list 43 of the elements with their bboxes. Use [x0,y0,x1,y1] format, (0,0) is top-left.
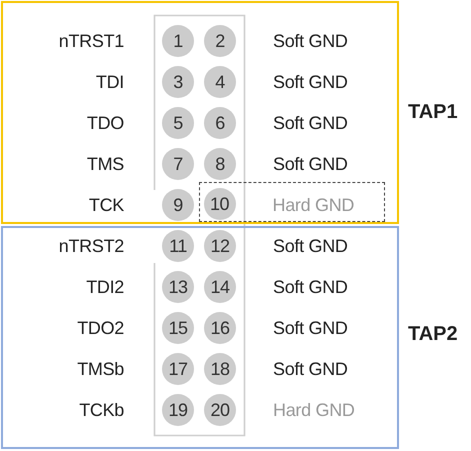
ground-label: Soft GND [273,112,348,134]
signal-label: TCK [88,194,124,216]
pin-circle: 2 [204,24,236,57]
signal-label: TDO2 [77,316,124,339]
ground-label: Soft GND [273,30,348,52]
group-label: TAP2 [408,322,458,346]
pin-circle: 5 [162,106,194,139]
signal-label: TMS [86,152,124,175]
pin-circle: 1 [162,24,194,57]
ground-label: Soft GND [273,234,348,257]
pin-circle: 13 [162,270,194,303]
signal-label: TDI2 [86,276,124,298]
pin-circle: 17 [162,352,194,385]
pin-circle: 20 [204,394,236,426]
signal-label: nTRST1 [58,30,124,52]
signal-label: TDI [96,70,124,93]
group-label: TAP1 [408,100,458,124]
pin-circle: 9 [162,188,194,221]
pin-circle: 6 [204,106,236,139]
pin-circle: 19 [162,394,194,426]
signal-label: TDO [86,112,124,134]
ground-label: Hard GND [272,194,354,216]
pin-circle: 7 [162,148,194,180]
ground-label: Soft GND [273,358,348,380]
ground-label: Hard GND [273,398,355,421]
signal-label: TCKb [79,398,124,421]
pin-circle: 11 [162,230,194,262]
pin-circle: 14 [204,270,236,303]
signal-label: TMSb [77,358,124,380]
ground-label: Soft GND [273,152,348,175]
pin-circle: 4 [204,66,236,98]
pin-circle: 15 [162,312,194,344]
ground-label: Soft GND [273,70,348,93]
signal-label: nTRST2 [58,234,124,257]
pin-circle: 16 [204,312,236,344]
ground-label: Soft GND [273,276,348,298]
pin-circle: 10 [204,188,236,220]
pin-circle: 3 [162,66,194,98]
pin-circle: 18 [204,352,236,385]
dashed-frame [199,182,385,222]
pin-circle: 8 [204,148,236,180]
ground-label: Soft GND [273,316,348,339]
pin-circle: 12 [204,230,236,262]
